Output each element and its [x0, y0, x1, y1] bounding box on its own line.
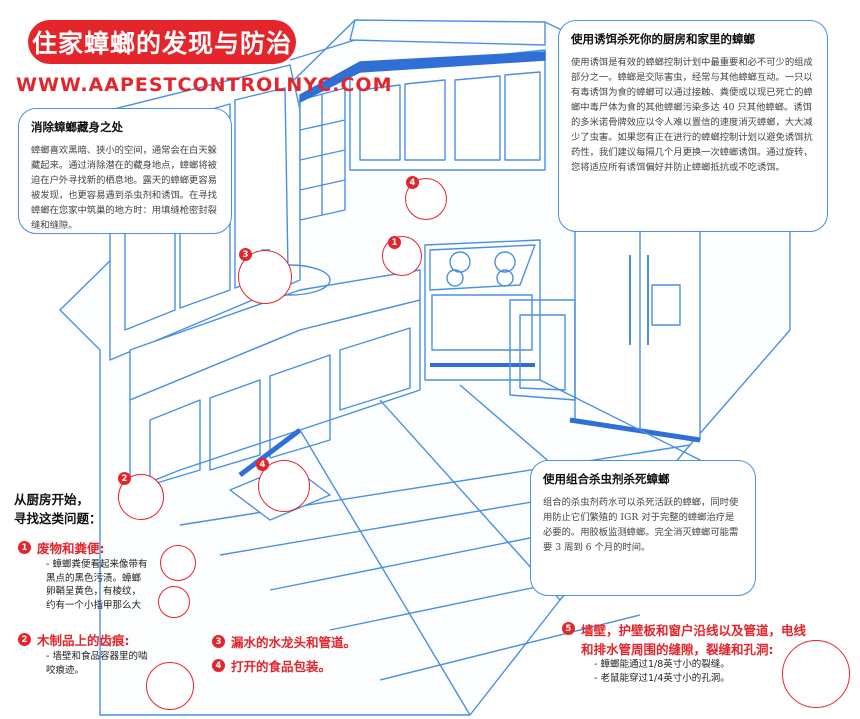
callout-bait-body: 使用诱饵是有效的蟑螂控制计划中最重要和必不可少的组成部分之一。蟑螂是交际害虫，经… — [571, 57, 813, 173]
legend-title-1: 废物和粪便: — [37, 541, 105, 556]
legend-title-5: 墙壁，护壁板和窗户沿线以及管道，电线 和排水管周围的缝隙，裂缝和孔洞: — [581, 620, 806, 658]
legend-title-2: 木制品上的齿痕: — [37, 633, 130, 648]
legend-num-5: 5 — [562, 622, 575, 635]
legend-note-1a: - 蟑螂粪便看起来像带有 — [46, 559, 148, 570]
legend-item-2: 2 木制品上的齿痕: — [18, 630, 130, 649]
legend-notes-5: - 蟑螂能通过1/8英寸小的裂缝。 - 老鼠能穿过1/4英寸小的孔洞。 — [594, 658, 730, 685]
legend-item-4: 4 打开的食品包装。 — [212, 656, 331, 675]
start-heading-line2: 寻找这类问题： — [14, 511, 102, 526]
legend-notes-2: - 墙壁和食品容器里的啮 咬痕迹。 — [46, 650, 147, 677]
legend-notes-1: - 蟑螂粪便看起来像带有 黑点的黑色污渍。蟑螂 卵鞘呈黄色，有棱纹， 约有一个小… — [46, 558, 147, 612]
start-heading: 从厨房开始， 寻找这类问题： — [14, 490, 102, 528]
callout-hiding-heading: 消除蟑螂藏身之处 — [31, 120, 123, 134]
cockroach-droppings-icon — [160, 545, 196, 581]
legend-title-4: 打开的食品包装。 — [231, 659, 332, 674]
website-link[interactable]: WWW.AAPESTCONTROLNYC.COM — [16, 74, 393, 96]
legend-note-5a: - 蟑螂能通过1/8英寸小的裂缝。 — [594, 659, 730, 670]
legend-num-1: 1 — [18, 541, 31, 554]
legend-note-1d: 约有一个小指甲那么大 — [46, 599, 142, 611]
callout-bait-heading: 使用诱饵杀死你的厨房和家里的蟑螂 — [571, 32, 755, 46]
legend-item-1: 1 废物和粪便: — [18, 538, 105, 557]
gnaw-marks-icon — [146, 662, 194, 710]
callout-bait: 使用诱饵杀死你的厨房和家里的蟑螂 使用诱饵是有效的蟑螂控制计划中最重要和必不可少… — [558, 20, 828, 232]
legend-item-5: 5 墙壁，护壁板和窗户沿线以及管道，电线 和排水管周围的缝隙，裂缝和孔洞: — [562, 620, 806, 658]
marker-4b: 4 — [256, 458, 269, 471]
legend-note-2a: - 墙壁和食品容器里的啮 — [46, 651, 148, 662]
callout-combo-heading: 使用组合杀虫剂杀死蟑螂 — [543, 472, 670, 486]
legend-note-5b: - 老鼠能穿过1/4英寸小的孔洞。 — [594, 672, 730, 684]
callout-hiding: 消除蟑螂藏身之处 蟑螂喜欢黑暗、狭小的空间，通常会在白天躲藏起来。通过消除潜在的… — [18, 108, 232, 234]
start-heading-line1: 从厨房开始， — [14, 492, 90, 507]
legend-title-5-line2: 和排水管周围的缝隙，裂缝和孔洞: — [581, 642, 774, 657]
legend-num-4: 4 — [212, 659, 225, 672]
legend-note-1b: 黑点的黑色污渍。蟑螂 — [46, 572, 142, 584]
legend-item-3: 3 漏水的水龙头和管道。 — [212, 632, 356, 651]
legend-note-2b: 咬痕迹。 — [46, 664, 85, 676]
legend-num-3: 3 — [212, 635, 225, 648]
legend-title-3: 漏水的水龙头和管道。 — [231, 635, 357, 650]
egg-case-icon — [158, 586, 190, 618]
legend-title-5-line1: 墙壁，护壁板和窗户沿线以及管道，电线 — [581, 623, 807, 638]
legend-num-2: 2 — [18, 633, 31, 646]
callout-combo: 使用组合杀虫剂杀死蟑螂 组合的杀虫剂药水可以杀死活跃的蟑螂，同时使用防止它们繁殖… — [530, 460, 756, 596]
legend-note-1c: 卵鞘呈黄色，有棱纹， — [46, 586, 142, 597]
marker-2: 2 — [118, 472, 131, 485]
marker-3: 3 — [239, 248, 252, 261]
marker-4: 4 — [406, 176, 419, 189]
page-title: 住家蟑螂的发现与防治 — [28, 20, 296, 64]
marker-1: 1 — [388, 236, 401, 249]
crack-hole-icon — [782, 640, 850, 708]
callout-hiding-body: 蟑螂喜欢黑暗、狭小的空间，通常会在白天躲藏起来。通过消除潜在的藏身地点，蟑螂将被… — [31, 145, 217, 231]
callout-combo-body: 组合的杀虫剂药水可以杀死活跃的蟑螂，同时使用防止它们繁殖的 IGR 对于完整的蟑… — [543, 497, 739, 553]
